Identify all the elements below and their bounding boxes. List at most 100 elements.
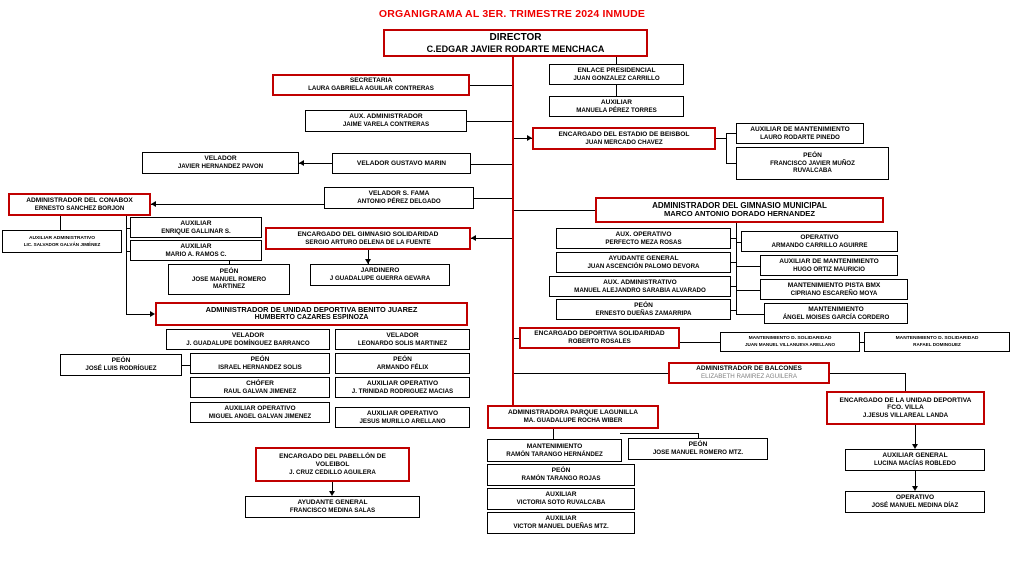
role-title: AUX. ADMINISTRADOR	[349, 113, 423, 121]
role-title: AUXILIAR DE MANTENIMIENTO	[779, 257, 879, 265]
role-title: PEÓN	[393, 355, 412, 363]
connector-line	[915, 471, 916, 487]
person-name: ANTONIO PÉREZ DELGADO	[357, 198, 441, 206]
role-title: ADMINISTRADOR DE UNIDAD DEPORTIVA BENITO…	[205, 304, 418, 314]
person-name: ROBERTO ROSALES	[568, 338, 631, 346]
person-name: J. CRUZ CEDILLO AGUILERA	[289, 468, 376, 476]
connector-line	[915, 425, 916, 445]
connector-arrow-down-icon	[329, 491, 335, 496]
connector-line	[731, 238, 736, 239]
connector-line	[830, 373, 905, 374]
role-title: PEÓN	[250, 355, 270, 363]
role-title: ENCARGADO DEL GIMNASIO SOLIDARIDAD	[297, 230, 439, 238]
role-title: AUXILIAR OPERATIVO	[366, 409, 439, 417]
role-title: JARDINERO	[360, 267, 400, 275]
person-name: LAURA GABRIELA AGUILAR CONTRERAS	[308, 85, 434, 93]
role-title: VELADOR	[204, 155, 237, 163]
role-title: ENLACE PRESIDENCIAL	[577, 66, 656, 74]
connector-line	[680, 342, 720, 343]
connector-line	[616, 85, 617, 96]
connector-line	[736, 242, 741, 243]
role-title: AUXILIAR	[180, 219, 212, 227]
person-name: J. TRINIDAD RODRIGUEZ MACIAS	[351, 387, 454, 395]
person-name: JUAN MANUEL VILLANUEVA ARELLANO	[744, 342, 836, 348]
connector-trunk-line	[512, 57, 514, 405]
role-title: DIRECTOR	[489, 31, 542, 43]
connector-line	[126, 228, 130, 229]
connector-line	[299, 163, 332, 164]
person-name: CIPRIANO ESCAREÑO MOYA	[790, 289, 878, 297]
connector-line	[731, 286, 736, 287]
connector-line	[514, 138, 532, 139]
connector-line	[620, 433, 698, 434]
role-title: ADMINISTRADOR DEL GIMNASIO MUNICIPAL	[652, 200, 827, 210]
person-name: ELIZABETH RAMIREZ AGUILERA	[701, 373, 797, 381]
page-title: ORGANIGRAMA AL 3ER. TRIMESTRE 2024 INMUD…	[378, 8, 646, 20]
person-name: ENRIQUE GALLINAR S.	[161, 227, 231, 235]
person-name: VICTOR MANUEL DUEÑAS MTZ.	[513, 523, 609, 531]
connector-line	[736, 223, 737, 314]
connector-line	[726, 133, 736, 134]
person-name: JAVIER HERNANDEZ PAVON	[177, 163, 264, 171]
role-title: AUXILIAR ADMINISTRATIVO	[28, 235, 96, 241]
person-name: HUMBERTO CAZARES ESPINOZA	[254, 314, 369, 322]
role-title: AUXILIAR OPERATIVO	[224, 404, 296, 412]
person-name: ISRAEL HERNANDEZ SOLIS	[218, 363, 302, 371]
role-title: VELADOR	[231, 331, 265, 339]
connector-line	[332, 482, 333, 492]
connector-line	[368, 250, 369, 264]
connector-line	[514, 338, 519, 339]
connector-line	[126, 251, 130, 252]
connector-line	[731, 262, 736, 263]
connector-line	[736, 314, 764, 315]
role-title: VELADOR GUSTAVO MARIN	[356, 159, 447, 167]
connector-line	[151, 204, 324, 205]
role-title: MANTENIMIENTO PISTA BMX	[787, 281, 881, 289]
role-title: ENCARGADO DEL PABELLÓN DE VOLEIBOL	[279, 453, 386, 468]
person-name: RAFAEL DOMINGUEZ	[913, 342, 961, 348]
connector-arrow-left-icon	[471, 235, 476, 241]
person-name: ERNESTO DUEÑAS ZAMARRIPA	[595, 309, 692, 317]
role-title: AYUDANTE GENERAL	[608, 254, 679, 262]
connector-arrow-down-icon	[912, 444, 918, 449]
connector-line	[731, 310, 736, 311]
role-title: MANTENIMIENTO	[808, 305, 864, 313]
role-title: AUXILIAR	[545, 515, 577, 523]
person-name: FRANCISCO MEDINA SALAS	[289, 507, 376, 515]
person-name: RAMÓN TARANGO ROJAS	[521, 475, 601, 483]
role-title: AUXILIAR OPERATIVO	[366, 379, 439, 387]
role-title: PEÓN	[111, 357, 131, 365]
org-box-fco-villa: ENCARGADO DE LA UNIDAD DEPORTIVA FCO. VI…	[826, 391, 985, 425]
person-name: MA. GUADALUPE ROCHA WIBER	[523, 417, 623, 425]
connector-line	[471, 164, 512, 165]
role-title: ADMINISTRADOR DEL CONABOX	[26, 196, 133, 204]
person-name: C.EDGAR JAVIER RODARTE MENCHACA	[426, 43, 605, 54]
